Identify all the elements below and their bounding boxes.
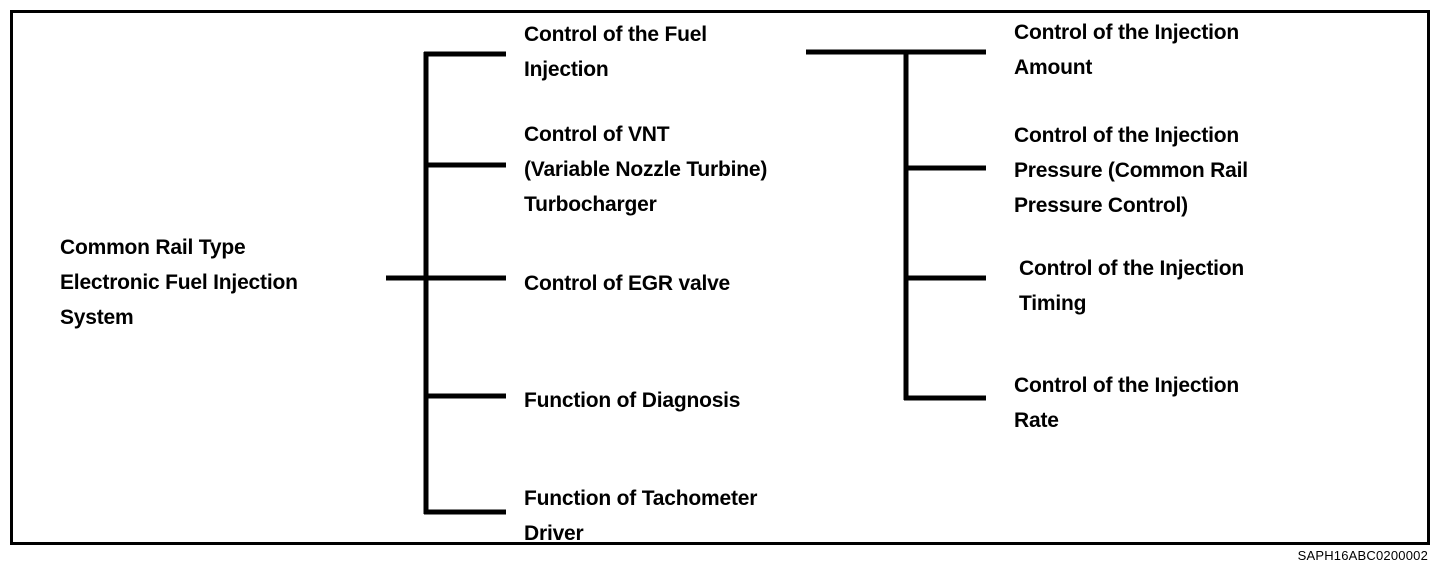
diagram-frame-border: [10, 10, 1430, 545]
level2-node-control-of-the-injection-timing: Control of the Injection Timing: [1019, 257, 1245, 315]
level1-node-function-of-diagnosis: Function of Diagnosis: [524, 389, 741, 412]
level2-node-control-of-the-injection-amount: Control of the Injection Amount: [1014, 21, 1240, 79]
level1-node-function-of-tachometer-driver: Function of Tachometer Driver: [524, 487, 758, 545]
level2-node-control-of-the-injection-pressure: Control of the Injection Pressure (Commo…: [1014, 124, 1248, 217]
root-node-label: Common Rail Type Electronic Fuel Injecti…: [60, 236, 298, 329]
level1-node-control-of-egr-valve: Control of EGR valve: [524, 272, 731, 295]
level2-node-control-of-the-injection-rate: Control of the Injection Rate: [1014, 374, 1240, 432]
level1-node-control-of-the-fuel-injection: Control of the Fuel Injection: [524, 23, 707, 81]
level1-node-control-of-vnt-turbocharger: Control of VNT (Variable Nozzle Turbine)…: [524, 123, 768, 216]
figure-reference-code: SAPH16ABC0200002: [1297, 548, 1428, 563]
